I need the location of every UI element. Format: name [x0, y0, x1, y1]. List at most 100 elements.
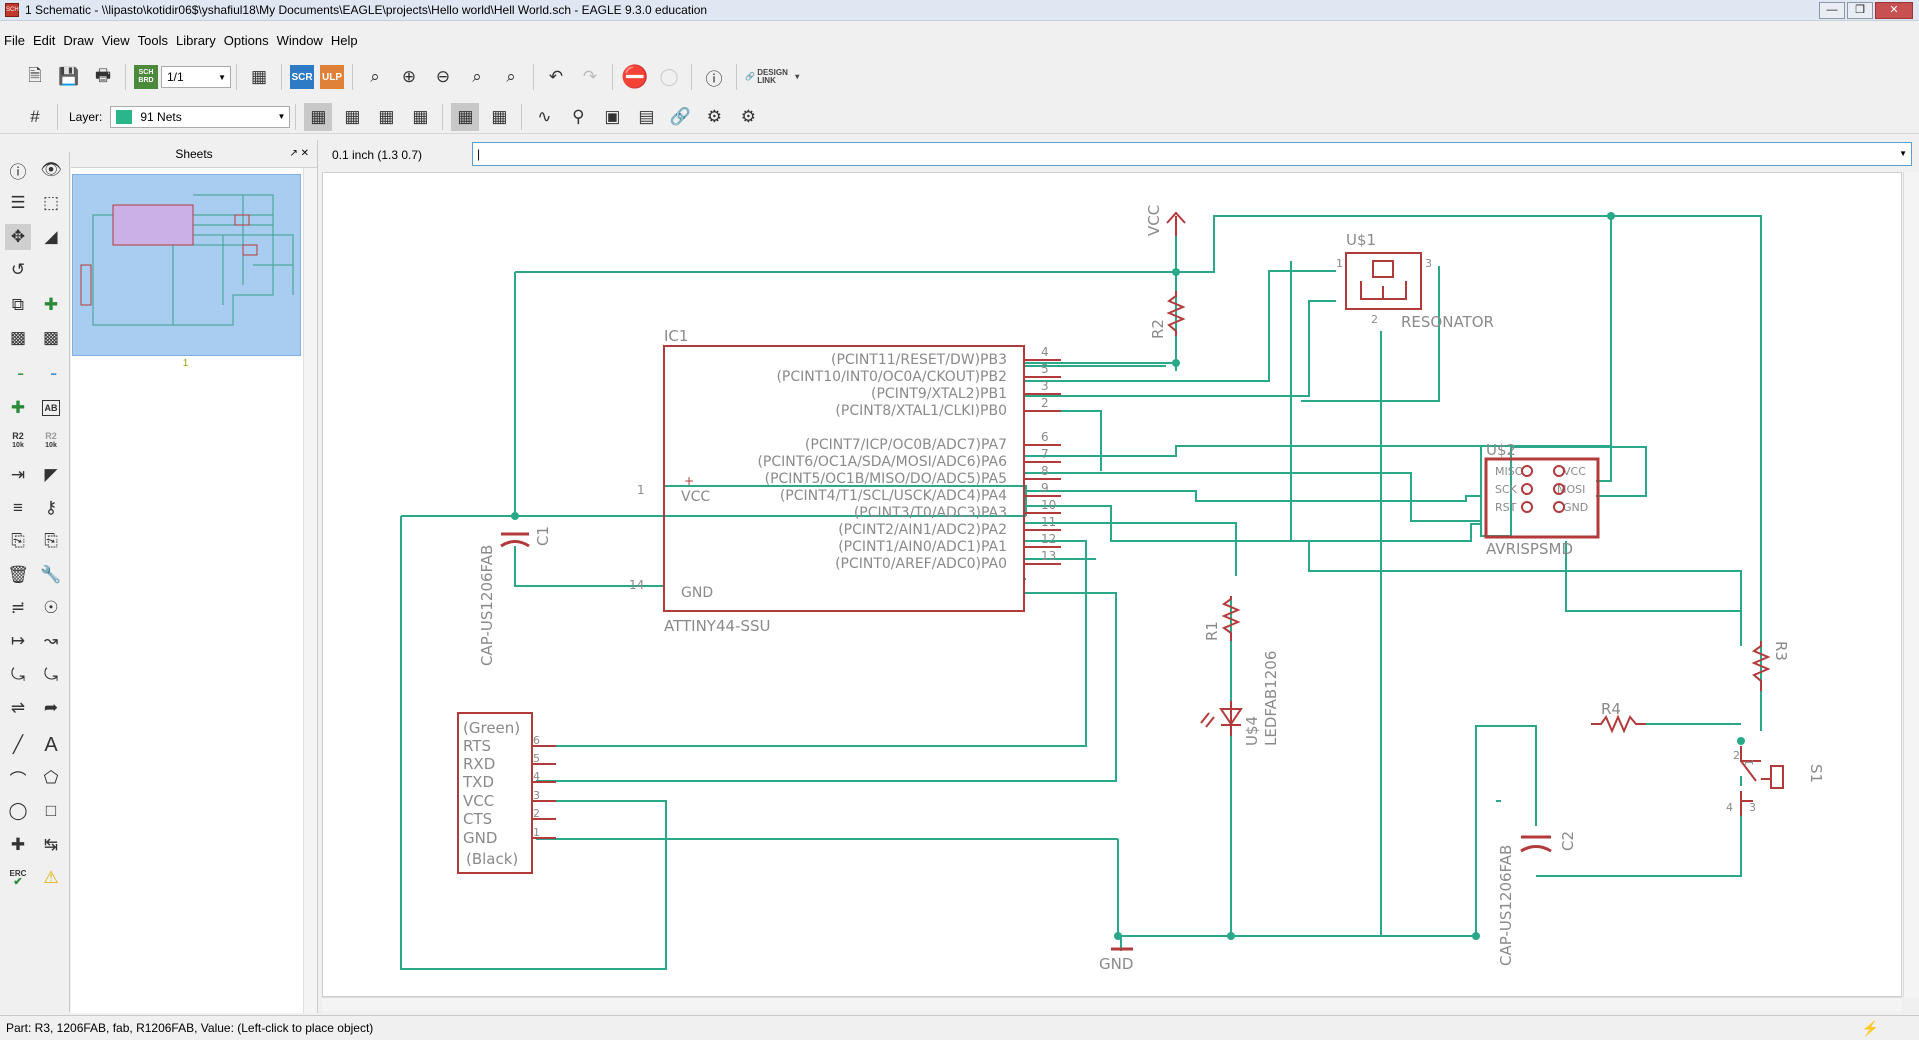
zoom-out-icon[interactable]: ⊖ [435, 67, 451, 86]
split-icon[interactable]: ≡ [13, 498, 23, 517]
mark-icon[interactable]: ✚ [10, 835, 26, 854]
wave-icon[interactable]: ∿ [537, 106, 552, 126]
wire-style-1-icon[interactable]: ▦ [304, 102, 333, 131]
new-file-icon[interactable]: 🗎 [28, 65, 42, 85]
sch-brd-switch-icon[interactable]: SCH BRD [134, 65, 158, 89]
link-add-icon[interactable]: 🔗 [669, 106, 691, 126]
capacitor-c2[interactable]: C2 CAP-US1206FAB [1497, 831, 1577, 966]
route-icon[interactable]: ≓ [10, 598, 26, 617]
command-input[interactable]: |▼ [472, 142, 1912, 166]
menu-help[interactable]: Help [330, 32, 358, 48]
gate-swap-icon[interactable]: ↦ [10, 631, 26, 650]
save-icon[interactable]: 💾 [58, 67, 80, 86]
magnifier-icon[interactable]: ⚲ [572, 106, 585, 126]
rectangle-icon[interactable]: □ [45, 801, 57, 820]
move-icon[interactable]: ✥ [5, 224, 31, 250]
resistor-r4[interactable]: R4 [1591, 700, 1646, 734]
bus-icon[interactable]: ╶ [45, 365, 57, 384]
resistor-r1[interactable]: R1 [1203, 596, 1241, 641]
optimize-icon[interactable]: ⤿ [10, 665, 26, 684]
info-icon[interactable]: ⓘ [9, 162, 27, 182]
cam-processor-icon[interactable]: ▦ [250, 67, 268, 86]
group-select-icon[interactable]: ⬚ [42, 193, 60, 212]
line-icon[interactable]: ╱ [12, 735, 24, 754]
menu-file[interactable]: File [4, 32, 25, 48]
design-link-button[interactable]: 🔗 DESIGN LINK▾ [745, 68, 800, 85]
zoom-in-icon[interactable]: ⊕ [401, 67, 417, 86]
led-u4[interactable]: U$4 LEDFAB1206 [1200, 651, 1280, 746]
gate-add-icon[interactable]: ↝ [43, 631, 59, 650]
pinswap-icon[interactable]: ⇥ [10, 465, 26, 484]
layers-icon[interactable]: ☰ [10, 193, 26, 212]
replace-icon[interactable]: ▩ [42, 328, 60, 347]
wire-style-3-icon[interactable]: ▦ [378, 106, 395, 126]
label-icon[interactable]: AB [42, 400, 60, 416]
help-icon[interactable]: ⓘ [705, 69, 723, 89]
schematic-drawing[interactable]: IC1 ATTINY44-SSU VCC 1 GND 14 + (PCINT11… [323, 173, 1901, 996]
text-icon[interactable]: A [44, 733, 58, 756]
clipboard-icon[interactable]: ⎘ [44, 531, 58, 550]
pin-icon[interactable]: ↗ ✕ [289, 148, 309, 159]
wire-style-4-icon[interactable]: ▦ [412, 106, 429, 126]
resonator[interactable]: U$1 RESONATOR 1 2 3 [1336, 231, 1494, 331]
bend-style-2-icon[interactable]: ▦ [491, 106, 508, 126]
add-part-icon[interactable]: ✚ [43, 295, 59, 314]
attribute-icon[interactable]: ➦ [43, 698, 59, 717]
undo-icon[interactable]: ↶ [548, 67, 564, 86]
warning-icon[interactable]: ⚠ [43, 868, 59, 887]
menu-draw[interactable]: Draw [63, 32, 94, 48]
zoom-select-icon[interactable]: ⌕ [506, 67, 516, 86]
settings-gear-icon[interactable]: ⚙ [706, 106, 722, 126]
smash-icon[interactable]: ▩ [9, 328, 27, 347]
circle-icon[interactable]: ◯ [8, 801, 28, 820]
junction-icon[interactable]: ✚ [10, 398, 26, 417]
vcc-supply[interactable]: VCC [1145, 205, 1186, 236]
menu-tools[interactable]: Tools [137, 32, 169, 48]
delete-icon[interactable]: 🗑 [7, 565, 29, 584]
redo-icon[interactable]: ↷ [582, 67, 598, 86]
script-icon[interactable]: SCR [290, 65, 314, 89]
resistor-r3[interactable]: R3 [1751, 641, 1790, 691]
menu-view[interactable]: View [101, 32, 130, 48]
wrench-icon[interactable]: 🔧 [40, 565, 62, 584]
polygon-icon[interactable]: ⬠ [43, 768, 59, 787]
avrisp-header[interactable]: U$2 AVRISPSMD MISO SCK RST VCC MOSI GND [1484, 441, 1600, 558]
menu-options[interactable]: Options [223, 32, 269, 48]
resistor-r2[interactable]: R2 [1149, 291, 1186, 339]
grid-icon[interactable]: # [30, 106, 40, 126]
go-icon[interactable]: ◯ [659, 67, 679, 86]
capacitor-c1[interactable]: C1 CAP-US1206FAB [478, 526, 552, 666]
slice-icon[interactable]: ⤿ [43, 665, 59, 684]
menu-window[interactable]: Window [276, 32, 323, 48]
ripup-icon[interactable]: ☉ [43, 598, 59, 617]
schematic-canvas[interactable]: IC1 ATTINY44-SSU VCC 1 GND 14 + (PCINT11… [322, 172, 1902, 997]
stop-icon[interactable]: ⛔ [621, 64, 649, 89]
menu-library[interactable]: Library [176, 32, 216, 48]
dimension-icon[interactable]: ↹ [43, 835, 59, 854]
gnd-supply[interactable]: GND [1099, 947, 1133, 973]
sheets-scrollbar[interactable] [303, 168, 317, 1013]
wire-style-2-icon[interactable]: ▦ [344, 106, 361, 126]
ratsnest-icon[interactable]: ⇌ [10, 698, 26, 717]
copy-icon[interactable]: ⧉ [11, 295, 25, 314]
zoom-redraw-icon[interactable]: ⌕ [472, 67, 482, 86]
erc-tool[interactable]: ERC✔ [5, 865, 31, 891]
ulp-icon[interactable]: ULP [320, 65, 344, 89]
restore-button[interactable]: ❒ [1847, 2, 1873, 19]
tag-icon[interactable]: ⚷ [44, 498, 58, 517]
sheet-thumbnail[interactable] [72, 174, 301, 356]
paste-icon[interactable]: ⎘ [11, 531, 25, 550]
zoom-fit-icon[interactable]: ⌕ [370, 67, 380, 86]
canvas-vertical-scrollbar[interactable] [1903, 172, 1919, 997]
arc-icon[interactable]: ⌒ [9, 770, 27, 790]
chevron-down-icon[interactable]: ▼ [1899, 149, 1907, 158]
minimize-button[interactable]: — [1819, 2, 1845, 19]
eye-icon[interactable]: 👁 [40, 160, 62, 179]
ic1-symbol[interactable]: IC1 ATTINY44-SSU VCC 1 GND 14 + (PCINT11… [629, 327, 1061, 635]
export-icon[interactable]: ▤ [638, 106, 655, 126]
switch-s1[interactable]: S1 1 2 3 4 [1726, 746, 1825, 816]
layer-select[interactable]: 91 Nets ▼ [110, 105, 291, 128]
